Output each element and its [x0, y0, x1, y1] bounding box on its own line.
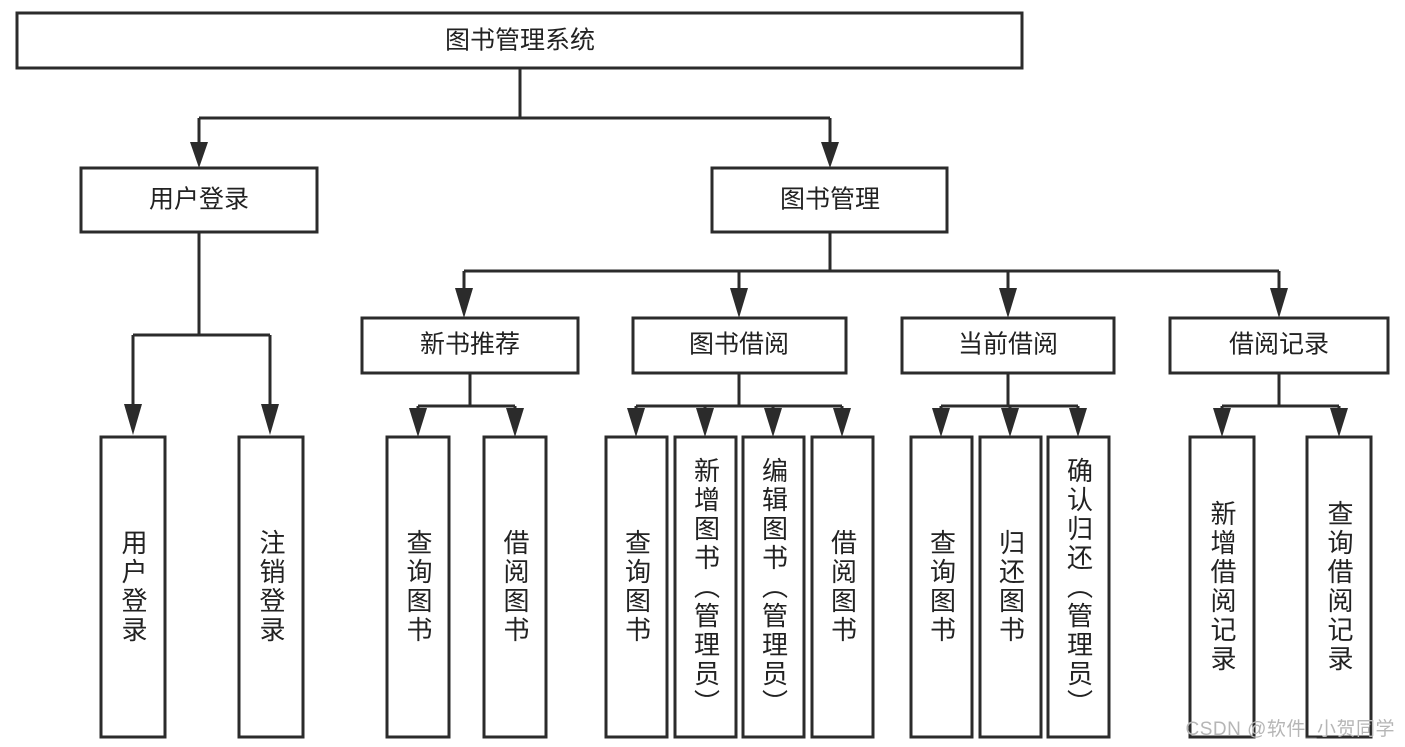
leaf-box-bb-borrow-book[interactable]: [810, 435, 875, 739]
arrowhead-cb-leaf2: [1001, 408, 1019, 437]
arrowhead-current-borrow: [999, 288, 1017, 318]
leaf-box-bb-query-book[interactable]: [604, 435, 669, 739]
label-book-borrow: 图书借阅: [689, 331, 789, 359]
connectors: [124, 68, 1348, 437]
watermark: CSDN @软件_小贺同学: [1185, 719, 1395, 740]
arrowhead-nb-leaf2: [506, 408, 524, 437]
arrowhead-leaf-user-login: [124, 404, 142, 435]
leaf-box-bb-add-book[interactable]: [673, 435, 738, 739]
arrowhead-br-leaf1: [1213, 408, 1231, 437]
leaf-box-cb-query-book[interactable]: [909, 435, 974, 739]
node-labels: 图书管理系统 用户登录 图书管理 新书推荐 图书借阅 当前借阅 借阅记录: [149, 27, 1329, 359]
arrowhead-bb-leaf1: [627, 408, 645, 437]
arrowhead-bb-leaf3: [764, 408, 782, 437]
arrowhead-bb-leaf2: [696, 408, 714, 437]
node-new-book-recommend[interactable]: [360, 316, 580, 375]
arrowhead-book-mgmt: [821, 142, 839, 168]
arrowhead-user-login: [190, 142, 208, 168]
leaf-box-cb-confirm-return[interactable]: [1046, 435, 1111, 739]
leaf-box-user-login[interactable]: [99, 435, 167, 739]
leaf-box-cb-return-book[interactable]: [978, 435, 1043, 739]
leaf-box-nb-borrow-book[interactable]: [482, 435, 548, 739]
arrowhead-br-leaf2: [1330, 408, 1348, 437]
arrowhead-new-book: [455, 288, 473, 318]
arrowhead-borrow-record: [1270, 288, 1288, 318]
leaf-box-br-query-record[interactable]: [1305, 435, 1373, 739]
node-book-borrow[interactable]: [631, 316, 848, 375]
arrowhead-bb-leaf4: [833, 408, 851, 437]
node-root[interactable]: [15, 11, 1024, 70]
label-root: 图书管理系统: [445, 27, 595, 55]
label-current-borrow: 当前借阅: [958, 331, 1058, 359]
arrowhead-nb-leaf1: [409, 408, 427, 437]
label-book-management: 图书管理: [780, 186, 880, 214]
leaf-box-nb-query-book[interactable]: [385, 435, 451, 739]
node-borrow-record[interactable]: [1168, 316, 1390, 375]
arrowhead-cb-leaf3: [1069, 408, 1087, 437]
node-user-login[interactable]: [79, 166, 319, 234]
node-book-management[interactable]: [710, 166, 949, 234]
leaf-box-bb-edit-book[interactable]: [741, 435, 806, 739]
leaf-box-logout[interactable]: [237, 435, 305, 739]
label-new-book-recommend: 新书推荐: [420, 331, 520, 359]
node-current-borrow[interactable]: [900, 316, 1116, 375]
label-borrow-record: 借阅记录: [1229, 331, 1329, 359]
label-user-login: 用户登录: [149, 186, 249, 214]
node-boxes: [15, 11, 1390, 739]
arrowhead-book-borrow: [730, 288, 748, 318]
arrowhead-cb-leaf1: [932, 408, 950, 437]
arrowhead-leaf-logout: [261, 404, 279, 435]
leaf-box-br-add-record[interactable]: [1188, 435, 1256, 739]
